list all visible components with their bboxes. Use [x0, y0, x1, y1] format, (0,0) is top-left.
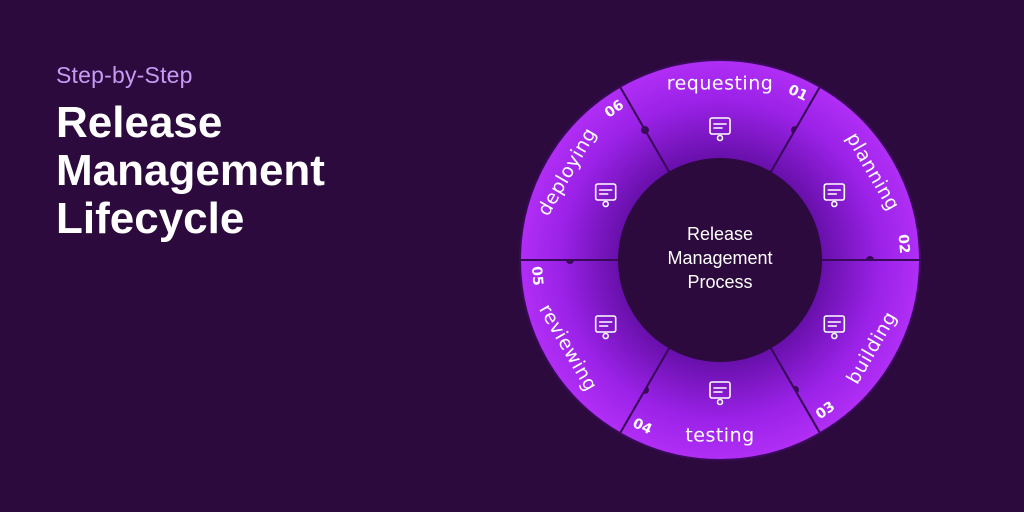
step-label-testing: testing	[685, 425, 754, 447]
step-label-requesting: requesting	[667, 73, 774, 95]
title-line-2: Management	[56, 146, 325, 195]
kicker-text: Step-by-Step	[56, 62, 193, 88]
ring-icons	[594, 117, 846, 406]
segment-notch	[641, 126, 649, 135]
ring-segments	[518, 59, 922, 461]
center-disc	[618, 158, 822, 362]
title-line-3: Lifecycle	[56, 194, 245, 243]
clipboard-chart-icon	[823, 183, 846, 208]
blueprint-tools-icon	[823, 315, 846, 340]
paper-plane-launch-icon	[594, 183, 617, 208]
center-line-3: Process	[687, 272, 752, 292]
step-number-02: 02	[894, 234, 912, 255]
team-review-icon	[594, 315, 617, 340]
center-line-1: Release	[687, 224, 753, 244]
title-line-1: Release	[56, 98, 223, 147]
step-number-05: 05	[528, 266, 546, 287]
step-number-04: 04	[630, 415, 655, 438]
gear-network-icon	[709, 117, 731, 142]
center-line-2: Management	[667, 248, 772, 268]
step-number-01: 01	[786, 82, 810, 105]
headline: Step-by-Step Release Management Lifecycl…	[56, 62, 325, 243]
laptop-checklist-icon	[709, 381, 731, 406]
